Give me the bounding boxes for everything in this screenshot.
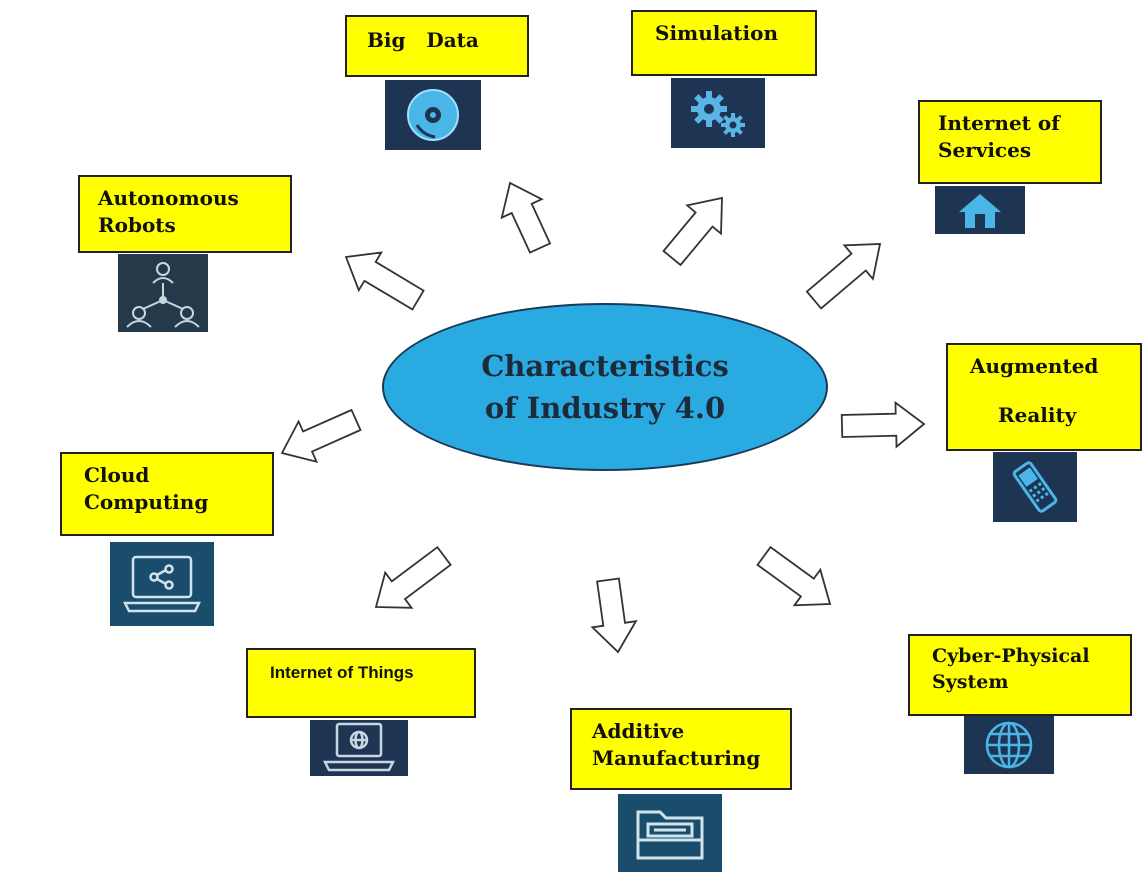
- laptop-globe-icon: [310, 720, 408, 776]
- folder-icon: [618, 794, 722, 872]
- node-augmented-reality-line1: Augmented: [970, 354, 1099, 378]
- arrow-to-cyber-physical-system: [756, 545, 832, 607]
- node-cloud-computing-line1: Cloud: [84, 463, 150, 487]
- center-title-line2: of Industry 4.0: [484, 391, 726, 425]
- arrow-to-cloud-computing: [280, 408, 362, 464]
- people-network-icon: [118, 254, 208, 332]
- laptop-share-icon: [110, 542, 214, 626]
- node-internet-of-things: Internet of Things: [246, 648, 476, 718]
- center-title-line1: Characteristics: [481, 348, 729, 383]
- arrow-to-internet-of-services: [805, 243, 882, 310]
- arrow-to-simulation: [662, 196, 723, 267]
- arrow-to-internet-of-things: [374, 545, 452, 609]
- node-big-data: Big Data: [345, 15, 529, 77]
- node-simulation-label: Simulation: [655, 21, 779, 45]
- node-additive-manufacturing-line2: Manufacturing: [592, 746, 761, 770]
- node-simulation: Simulation: [631, 10, 817, 76]
- node-cyber-physical-system-line2: System: [932, 670, 1009, 693]
- arrow-to-additive-manufacturing: [590, 577, 638, 654]
- node-big-data-label: Big Data: [367, 28, 479, 52]
- node-cyber-physical-system-line1: Cyber-Physical: [932, 645, 1090, 667]
- node-cyber-physical-system: Cyber-Physical System: [908, 634, 1132, 716]
- central-ellipse: Characteristics of Industry 4.0: [382, 303, 828, 471]
- node-cloud-computing: Cloud Computing: [60, 452, 274, 536]
- node-augmented-reality-line2: Reality: [998, 403, 1077, 427]
- node-autonomous-robots-line2: Robots: [98, 213, 176, 237]
- node-augmented-reality: Augmented Reality: [946, 343, 1142, 451]
- globe-icon: [964, 716, 1054, 774]
- node-cloud-computing-line2: Computing: [84, 490, 209, 514]
- node-additive-manufacturing: Additive Manufacturing: [570, 708, 792, 790]
- node-internet-of-things-label: Internet of Things: [270, 663, 414, 682]
- node-additive-manufacturing-line1: Additive: [592, 719, 685, 743]
- node-internet-of-services: Internet of Services: [918, 100, 1102, 184]
- arrow-to-autonomous-robots: [344, 251, 425, 311]
- disc-icon: [385, 80, 481, 150]
- node-internet-of-services-line1: Internet of: [938, 111, 1060, 135]
- mobile-phone-icon: [993, 452, 1077, 522]
- node-autonomous-robots-line1: Autonomous: [98, 186, 239, 210]
- node-autonomous-robots: Autonomous Robots: [78, 175, 292, 253]
- node-internet-of-services-line2: Services: [938, 138, 1032, 162]
- home-icon: [935, 186, 1025, 234]
- gears-icon: [671, 78, 765, 148]
- arrow-to-big-data: [500, 181, 552, 254]
- arrow-to-augmented-reality: [840, 400, 926, 449]
